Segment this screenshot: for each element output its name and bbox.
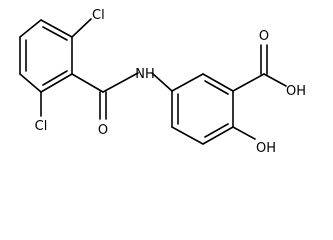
ring1-bond-6-inner	[42, 26, 68, 41]
bond-ring1-cl-top	[71, 18, 92, 38]
atom-cl-top: Cl	[92, 8, 105, 23]
bond-ring2-phenol-oh	[232, 126, 256, 140]
dichlorophenyl-ring	[19, 19, 73, 93]
atom-acid-oh: OH	[286, 84, 306, 99]
atom-acid-o: O	[259, 29, 269, 44]
atom-cl-bottom: Cl	[35, 119, 48, 134]
ring2-bond-2	[202, 73, 234, 92]
ring1-bond-3	[19, 73, 42, 93]
ring2-bond-4-inner	[204, 123, 229, 138]
atom-nh: NH	[135, 67, 155, 82]
bond-ring2-acid-c	[232, 73, 265, 92]
chemical-structure: Cl Cl NH O O OH OH	[19, 8, 306, 156]
salicylic-ring	[171, 73, 234, 145]
ring1-bond-4-inner	[42, 70, 68, 86]
ring2-bond-5	[171, 126, 204, 145]
ring2-bond-4	[202, 126, 234, 145]
bond-ring1-carbonyl	[71, 73, 104, 93]
ring2-bond-2-inner	[204, 80, 229, 95]
ring1-bond-1	[19, 19, 42, 38]
bond-acid-c-oh	[263, 73, 287, 87]
ring1-bond-4	[40, 73, 73, 93]
atom-phenol-oh: OH	[256, 141, 276, 156]
ring1-bond-6	[40, 19, 73, 38]
bond-nh-ring2	[151, 72, 173, 92]
atom-carbonyl-o: O	[98, 123, 108, 138]
bond-carbonyl-nh	[102, 72, 139, 93]
ring2-bond-1	[171, 73, 204, 92]
